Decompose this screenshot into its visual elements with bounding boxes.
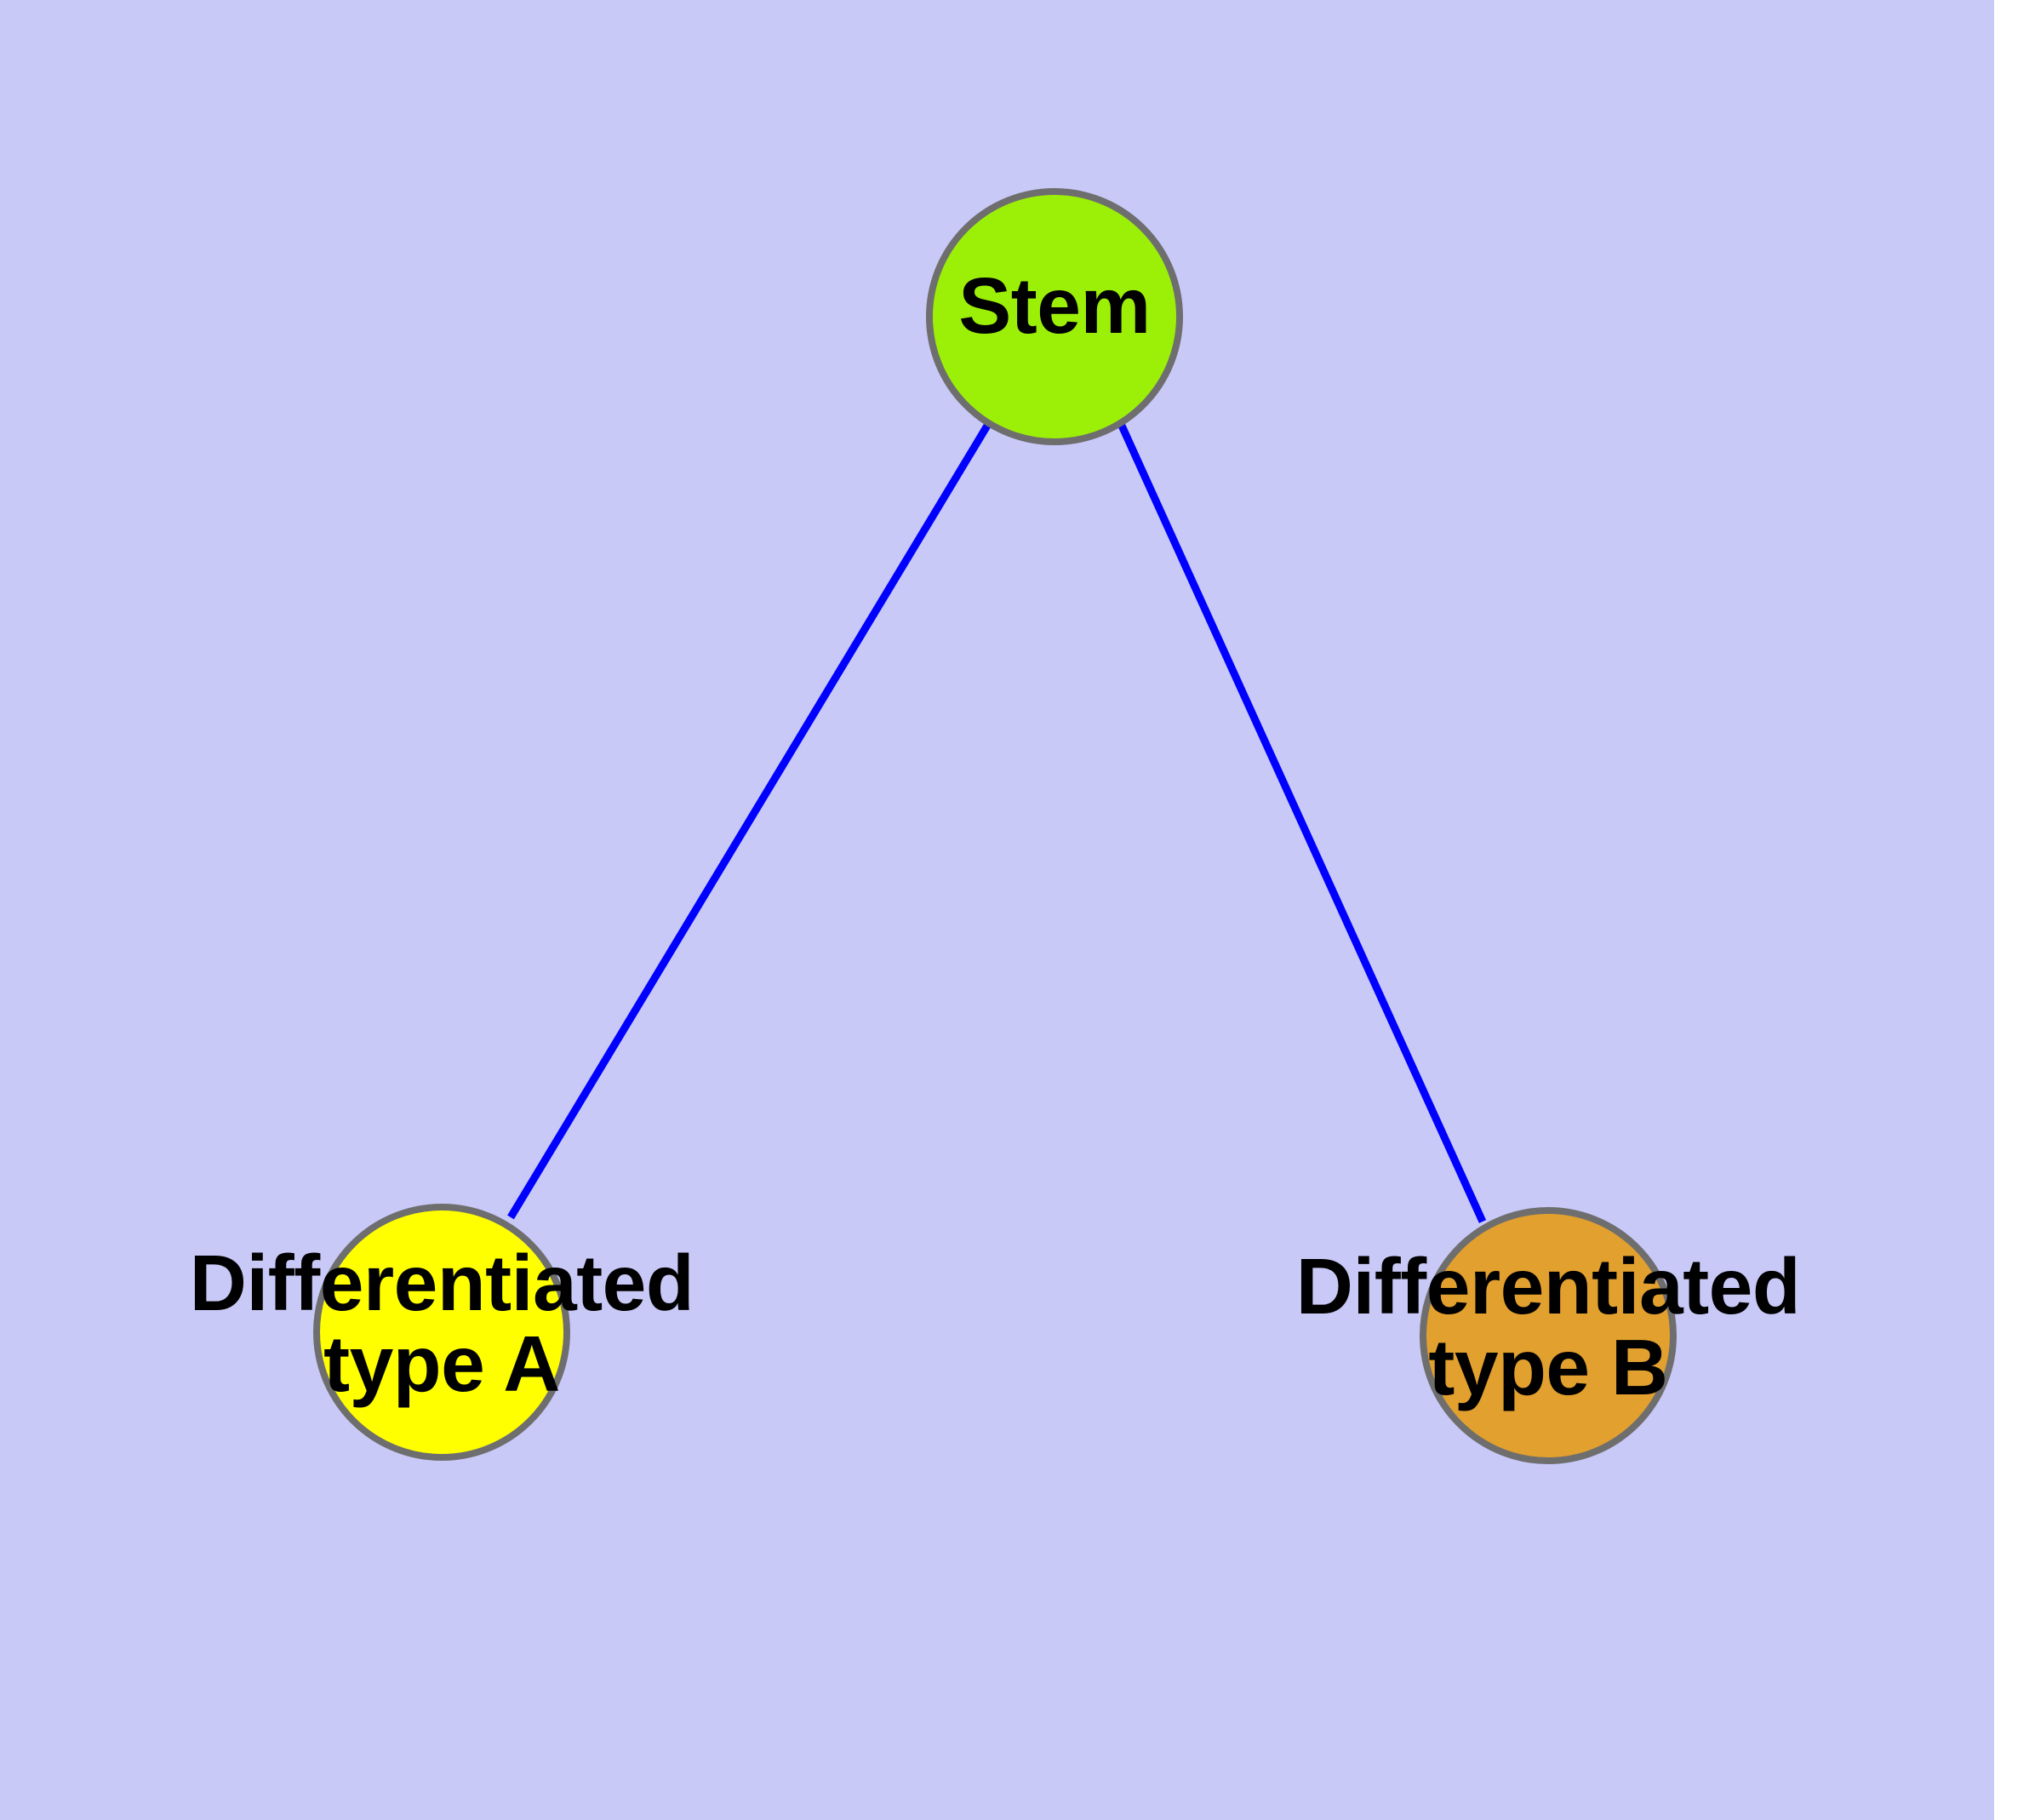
node-differentiated-type-a[interactable] — [313, 1204, 570, 1461]
edge-group — [507, 423, 1487, 1223]
node-stem[interactable] — [926, 188, 1183, 445]
node-differentiated-type-b[interactable] — [1420, 1207, 1677, 1464]
node-group — [313, 188, 1677, 1464]
edge-stem-to-differentiated-type-a[interactable] — [507, 423, 991, 1220]
edge-stem-to-differentiated-type-b[interactable] — [1117, 424, 1487, 1223]
